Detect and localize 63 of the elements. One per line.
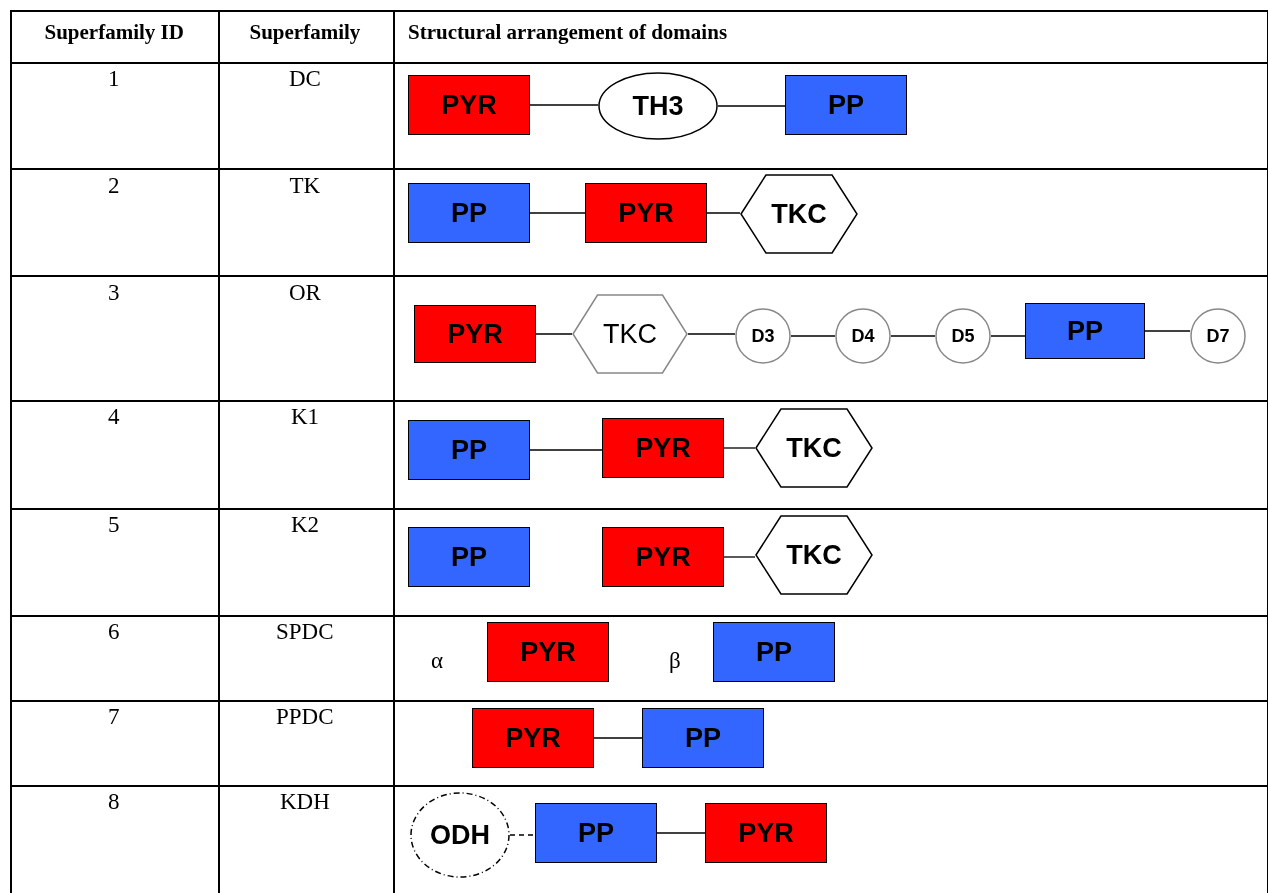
domain-box: PYR xyxy=(487,622,609,682)
superfamily-name: SPDC xyxy=(276,619,334,645)
connector-line xyxy=(723,556,756,558)
domain-ellipse: TH3 xyxy=(598,72,718,140)
superfamily-name: K2 xyxy=(291,512,320,538)
column-header: Superfamily xyxy=(249,20,361,45)
domain-box: PP xyxy=(785,75,907,135)
connector-line xyxy=(529,212,586,214)
domain-box: PP xyxy=(408,420,530,480)
connector-line xyxy=(535,333,573,335)
row-id: 7 xyxy=(108,704,120,730)
connector-line xyxy=(687,333,736,335)
domain-box: PYR xyxy=(602,527,724,587)
domain-box: PP xyxy=(713,622,835,682)
domain-circle: D5 xyxy=(935,308,991,364)
superfamily-name: PPDC xyxy=(276,704,334,730)
domain-box: PYR xyxy=(585,183,707,243)
domain-box: PYR xyxy=(602,418,724,478)
column-header: Superfamily ID xyxy=(44,20,184,45)
connector-line xyxy=(706,212,741,214)
row-id: 5 xyxy=(108,512,120,538)
connector-line xyxy=(1144,330,1191,332)
column-header: Structural arrangement of domains xyxy=(408,20,728,45)
connector-line xyxy=(529,104,599,106)
row-id: 1 xyxy=(108,66,120,92)
superfamily-name: DC xyxy=(289,66,321,92)
greek-letter: α xyxy=(431,648,444,674)
domain-circle: D4 xyxy=(835,308,891,364)
connector-line xyxy=(529,449,603,451)
domain-box: PP xyxy=(1025,303,1145,359)
greek-letter: β xyxy=(669,648,681,674)
domain-box: PP xyxy=(408,527,530,587)
row-id: 6 xyxy=(108,619,120,645)
domain-circle: D7 xyxy=(1190,308,1246,364)
domain-box: PP xyxy=(642,708,764,768)
connector-line xyxy=(656,832,706,834)
domain-circle: ODH xyxy=(410,792,510,878)
superfamily-name: TK xyxy=(289,173,321,199)
domain-box: PYR xyxy=(414,305,536,363)
superfamily-name: K1 xyxy=(291,404,320,430)
domain-box: PYR xyxy=(408,75,530,135)
row-id: 8 xyxy=(108,789,120,815)
connector-line xyxy=(509,834,536,836)
connector-line xyxy=(717,105,786,107)
domain-circle: D3 xyxy=(735,308,791,364)
domain-box: PP xyxy=(408,183,530,243)
connector-line xyxy=(723,447,756,449)
connector-line xyxy=(790,335,836,337)
domain-box: PYR xyxy=(472,708,594,768)
superfamily-name: OR xyxy=(289,280,321,306)
domain-hexagon: TKC xyxy=(740,174,858,254)
domain-box: PP xyxy=(535,803,657,863)
row-id: 2 xyxy=(108,173,120,199)
superfamily-name: KDH xyxy=(280,789,330,815)
domain-hexagon: TKC xyxy=(755,408,873,488)
domain-hexagon: TKC xyxy=(572,294,688,374)
connector-line xyxy=(990,335,1026,337)
connector-line xyxy=(593,737,643,739)
connector-line xyxy=(890,335,936,337)
domain-box: PYR xyxy=(705,803,827,863)
row-id: 3 xyxy=(108,280,120,306)
row-id: 4 xyxy=(108,404,120,430)
domain-hexagon: TKC xyxy=(755,515,873,595)
